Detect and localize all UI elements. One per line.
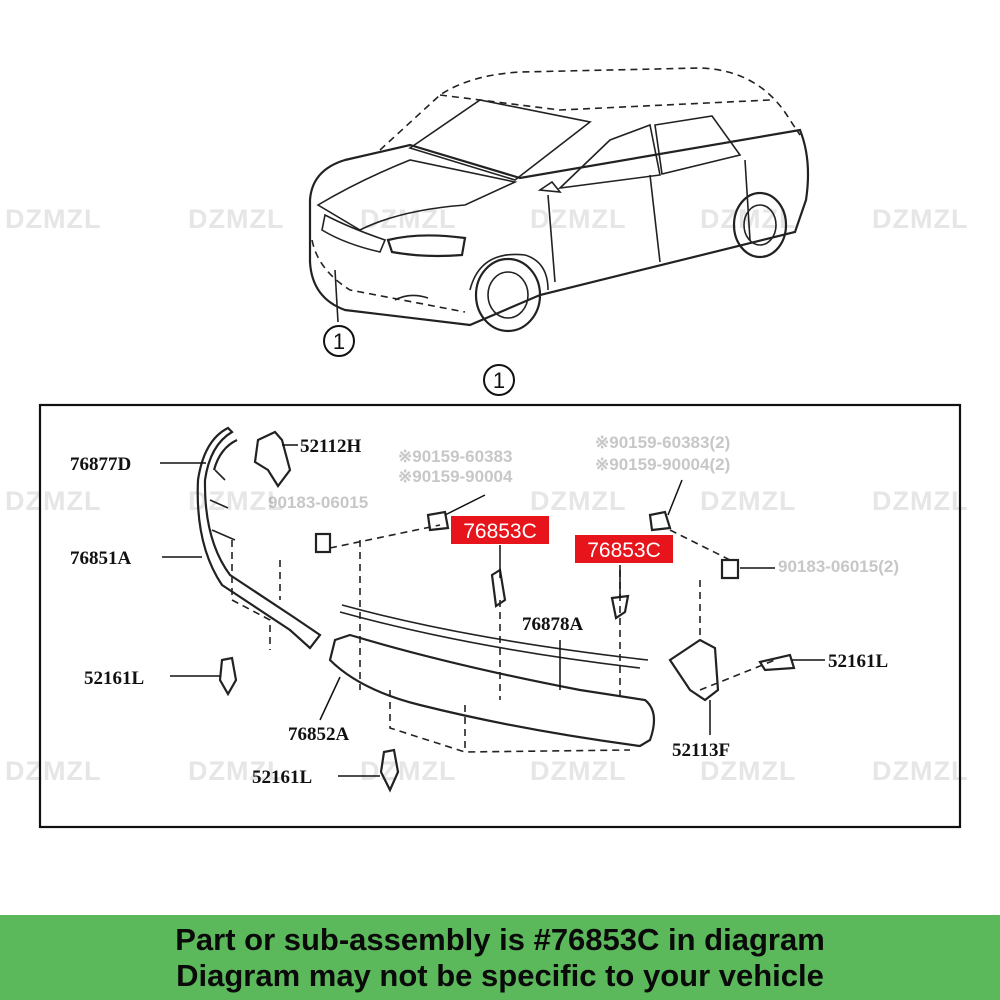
clip-52161L-left [218, 656, 238, 697]
label-76878A: 76878A [522, 614, 584, 635]
label-52112H: 52112H [300, 436, 361, 457]
banner-line-disclaimer: Diagram may not be specific to your vehi… [176, 957, 824, 993]
car-front-hub [487, 271, 529, 319]
diagram-frame [38, 403, 962, 829]
car-hood [316, 159, 518, 231]
label-76877D: 76877D [70, 454, 131, 475]
car-front-window [557, 123, 661, 190]
car-bumper-dash [311, 239, 466, 313]
watermark: DZMZL [188, 204, 284, 234]
watermark: DZMZL [700, 486, 796, 516]
left-dash-lines [231, 540, 281, 650]
car-foglight [394, 294, 429, 301]
car-roof-outline [379, 67, 801, 151]
clip-52161L-bottom [379, 748, 400, 793]
clip-76853C-right [610, 594, 630, 620]
label-52161L-right: 52161L [828, 651, 888, 672]
watermark: DZMZL [700, 756, 796, 786]
svg-text:※90159-60383: ※90159-60383 [398, 447, 512, 466]
watermark: DZMZL [530, 756, 626, 786]
car-rear-window [654, 115, 742, 175]
car-rear-wheel [732, 191, 788, 259]
vertical-dash-lines [359, 540, 701, 700]
watermark: DZMZL [530, 204, 626, 234]
moulding-76877D [212, 439, 238, 471]
watermark: DZMZL [360, 756, 456, 786]
car-mirror [537, 180, 562, 193]
car-leader-line [334, 269, 339, 323]
svg-text:76853C: 76853C [463, 520, 537, 543]
svg-text:90183-06015: 90183-06015 [268, 493, 368, 512]
banner-line-part: Part or sub-assembly is #76853C in diagr… [175, 921, 825, 957]
watermark: DZMZL [5, 486, 101, 516]
parts-diagram: DZMZL DZMZL DZMZL DZMZL DZMZL DZMZL DZMZ… [5, 67, 968, 829]
callout-car: 1 [323, 325, 355, 357]
label-76851A: 76851A [70, 548, 132, 569]
left-moulding-assembly [196, 426, 322, 650]
car-illustration [308, 67, 810, 333]
car-body-outline [308, 128, 810, 327]
watermark: DZMZL [5, 756, 101, 786]
bolt-left [426, 510, 450, 532]
watermark: DZMZL [872, 756, 968, 786]
svg-text:1: 1 [333, 329, 345, 354]
clip-52161L-right [758, 653, 796, 672]
car-windshield [408, 99, 592, 181]
watermark: DZMZL [188, 486, 284, 516]
watermark-layer: DZMZL DZMZL DZMZL DZMZL DZMZL DZMZL DZMZ… [5, 204, 968, 786]
svg-text:90183-06015(2): 90183-06015(2) [778, 557, 899, 576]
moulding-ribs [209, 469, 236, 541]
car-front-arch [469, 253, 549, 291]
watermark: DZMZL [530, 486, 626, 516]
car-headlight [386, 234, 467, 258]
callout-box: 1 [483, 364, 515, 396]
nut-clip-left [314, 532, 332, 554]
watermark: DZMZL [188, 756, 284, 786]
watermark: DZMZL [360, 204, 456, 234]
bumper-dash-lines [389, 690, 631, 753]
bracket-52112H [253, 430, 292, 488]
info-banner: Part or sub-assembly is #76853C in diagr… [0, 915, 1000, 1000]
bumper-strip-assembly [328, 524, 776, 753]
car-door-lines [547, 159, 751, 283]
car-rear-hub [743, 204, 777, 246]
small-parts [218, 430, 796, 793]
nut-clip-right [720, 558, 740, 580]
moulding-76878A [339, 604, 649, 669]
svg-text:76853C: 76853C [587, 539, 661, 562]
watermark: DZMZL [872, 204, 968, 234]
car-front-wheel [474, 257, 542, 333]
svg-text:※90159-90004(2): ※90159-90004(2) [595, 455, 730, 474]
highlight-76853C-left: 76853C [451, 516, 549, 544]
watermark: DZMZL [5, 204, 101, 234]
bracket-52113F [668, 638, 720, 702]
highlight-76853C-right: 76853C [575, 535, 673, 563]
label-76852A: 76852A [288, 724, 350, 745]
watermark: DZMZL [872, 486, 968, 516]
clip-76853C-left [490, 568, 507, 608]
svg-text:※90159-90004: ※90159-90004 [398, 467, 513, 486]
svg-text:※90159-60383(2): ※90159-60383(2) [595, 433, 730, 452]
connector-dash-lines [329, 524, 776, 691]
svg-text:1: 1 [493, 368, 505, 393]
obscured-refs: ※90159-60383 ※90159-90004 90183-06015 ※9… [268, 433, 899, 576]
label-52161L-left: 52161L [84, 668, 144, 689]
label-52161L-bottom: 52161L [252, 767, 312, 788]
bolt-right [648, 510, 672, 532]
label-52113F: 52113F [672, 740, 730, 761]
moulding-76852A [328, 633, 656, 748]
car-grille [321, 213, 387, 253]
leader-lines [160, 444, 825, 777]
